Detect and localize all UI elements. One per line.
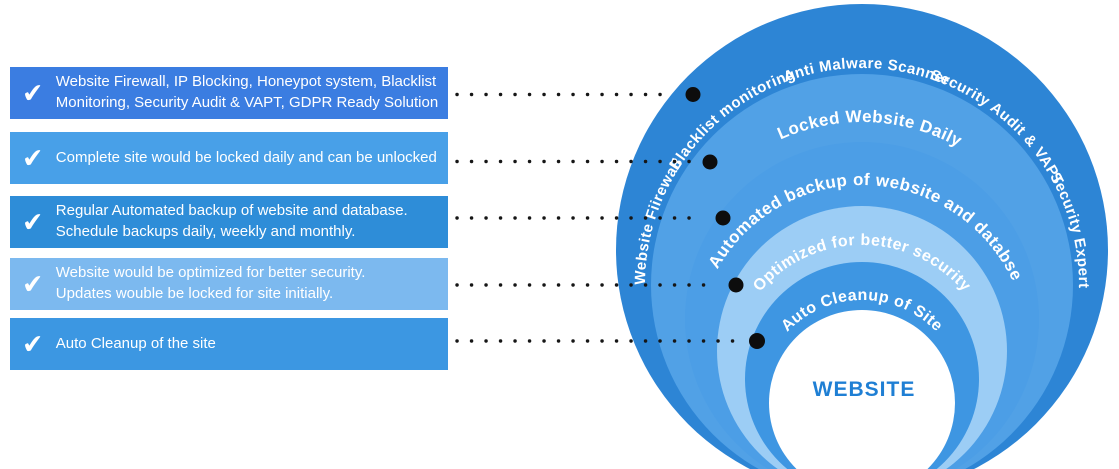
feature-text-locked-daily: Complete site would be locked daily and … [55,148,437,166]
connector-dot-1 [685,87,701,102]
feature-text-backup: Regular Automated backup of website and … [55,202,408,240]
feature-box-optimized: ✔ Website would be optimized for better … [10,258,448,310]
feature-box-cleanup: ✔ Auto Cleanup of the site [10,318,448,370]
center-label-website: WEBSITE [813,378,916,401]
connector-dot-2 [702,154,718,170]
connector-dot-3 [715,210,731,226]
connector-dot-4 [728,277,744,293]
feature-box-locked-daily: ✔ Complete site would be locked daily an… [10,132,448,184]
feature-text-optimized: Website would be optimized for better se… [55,264,366,302]
feature-box-backup: ✔ Regular Automated backup of website an… [10,196,448,248]
feature-box-firewall: ✔ Website Firewall, IP Blocking, Honeypo… [10,67,448,119]
connector-dot-5 [749,333,765,349]
center-circle [769,310,955,469]
feature-text-cleanup: Auto Cleanup of the site [55,334,216,352]
feature-text-firewall: Website Firewall, IP Blocking, Honeypot … [55,73,439,111]
